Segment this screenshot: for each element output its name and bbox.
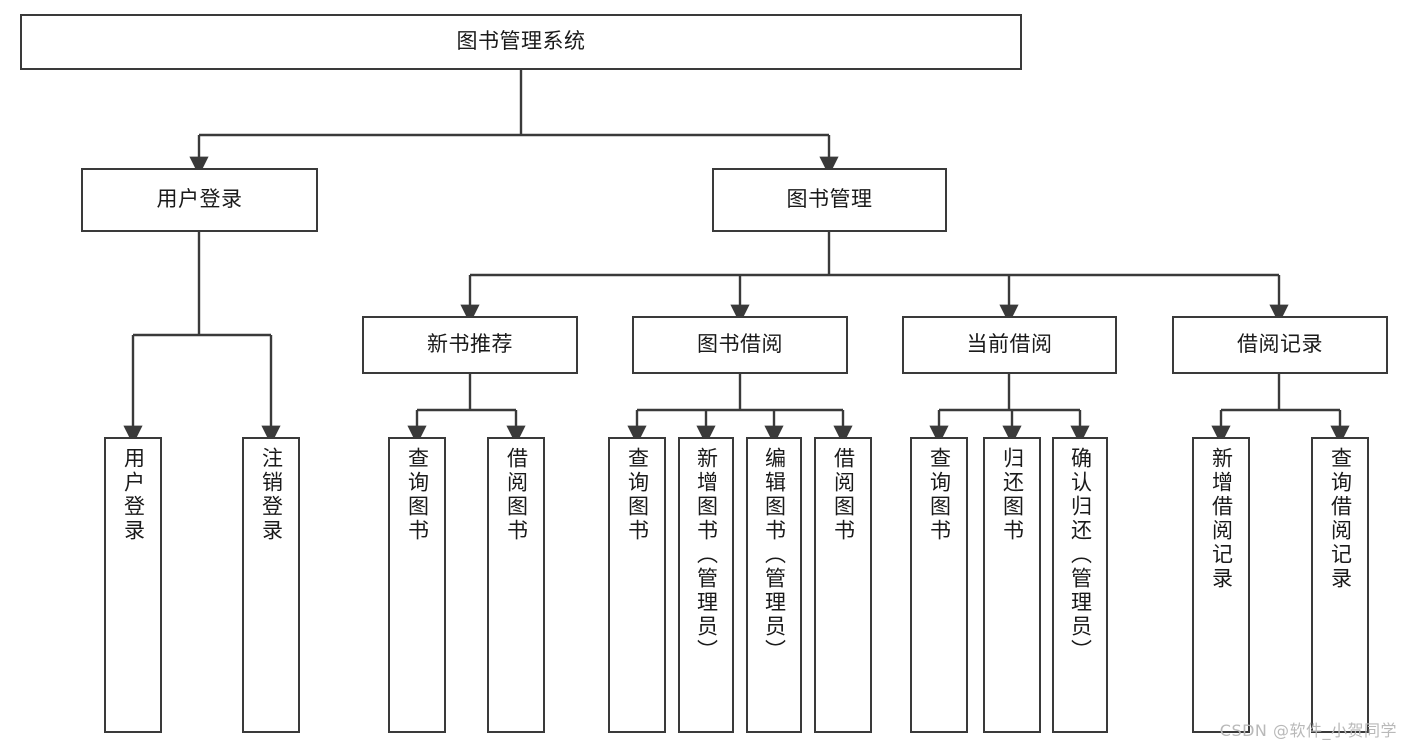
level3-node-1[interactable]: 图书借阅 <box>632 316 848 374</box>
level3-node-2[interactable]: 当前借阅 <box>902 316 1117 374</box>
leaf-node-7[interactable]: 借阅图书 <box>814 437 872 733</box>
leaf-node-2[interactable]: 查询图书 <box>388 437 446 733</box>
node-label: 归还图书 <box>1000 447 1025 543</box>
leaf-node-6[interactable]: 编辑图书（管理员） <box>746 437 802 733</box>
leaf-node-4[interactable]: 查询图书 <box>608 437 666 733</box>
node-label: 借阅图书 <box>504 447 529 543</box>
node-label: 注销登录 <box>259 447 284 543</box>
node-label: 确认归还（管理员） <box>1068 447 1093 663</box>
root-node-0[interactable]: 图书管理系统 <box>20 14 1022 70</box>
node-label: 图书借阅 <box>697 332 783 357</box>
leaf-node-3[interactable]: 借阅图书 <box>487 437 545 733</box>
node-label: 查询借阅记录 <box>1328 447 1353 591</box>
leaf-node-5[interactable]: 新增图书（管理员） <box>678 437 734 733</box>
leaf-node-12[interactable]: 查询借阅记录 <box>1311 437 1369 733</box>
leaf-node-1[interactable]: 注销登录 <box>242 437 300 733</box>
node-label: 图书管理系统 <box>456 29 586 54</box>
node-label: 图书管理 <box>786 187 873 212</box>
level3-node-0[interactable]: 新书推荐 <box>362 316 578 374</box>
node-label: 新增借阅记录 <box>1209 447 1234 591</box>
level3-node-3[interactable]: 借阅记录 <box>1172 316 1388 374</box>
node-label: 查询图书 <box>927 447 952 543</box>
watermark-text: CSDN @软件_小贺同学 <box>1219 721 1397 740</box>
leaf-node-0[interactable]: 用户登录 <box>104 437 162 733</box>
level2-node-1[interactable]: 图书管理 <box>712 168 947 232</box>
node-label: 用户登录 <box>156 187 243 212</box>
node-label: 借阅图书 <box>831 447 856 543</box>
level2-node-0[interactable]: 用户登录 <box>81 168 318 232</box>
node-label: 新增图书（管理员） <box>694 447 719 663</box>
leaf-node-9[interactable]: 归还图书 <box>983 437 1041 733</box>
leaf-node-8[interactable]: 查询图书 <box>910 437 968 733</box>
node-label: 借阅记录 <box>1237 332 1323 357</box>
node-label: 用户登录 <box>121 447 146 543</box>
leaf-node-10[interactable]: 确认归还（管理员） <box>1052 437 1108 733</box>
node-label: 当前借阅 <box>966 332 1053 357</box>
node-label: 查询图书 <box>405 447 430 543</box>
leaf-node-11[interactable]: 新增借阅记录 <box>1192 437 1250 733</box>
node-label: 新书推荐 <box>427 332 513 357</box>
node-label: 编辑图书（管理员） <box>762 447 787 663</box>
node-label: 查询图书 <box>625 447 650 543</box>
